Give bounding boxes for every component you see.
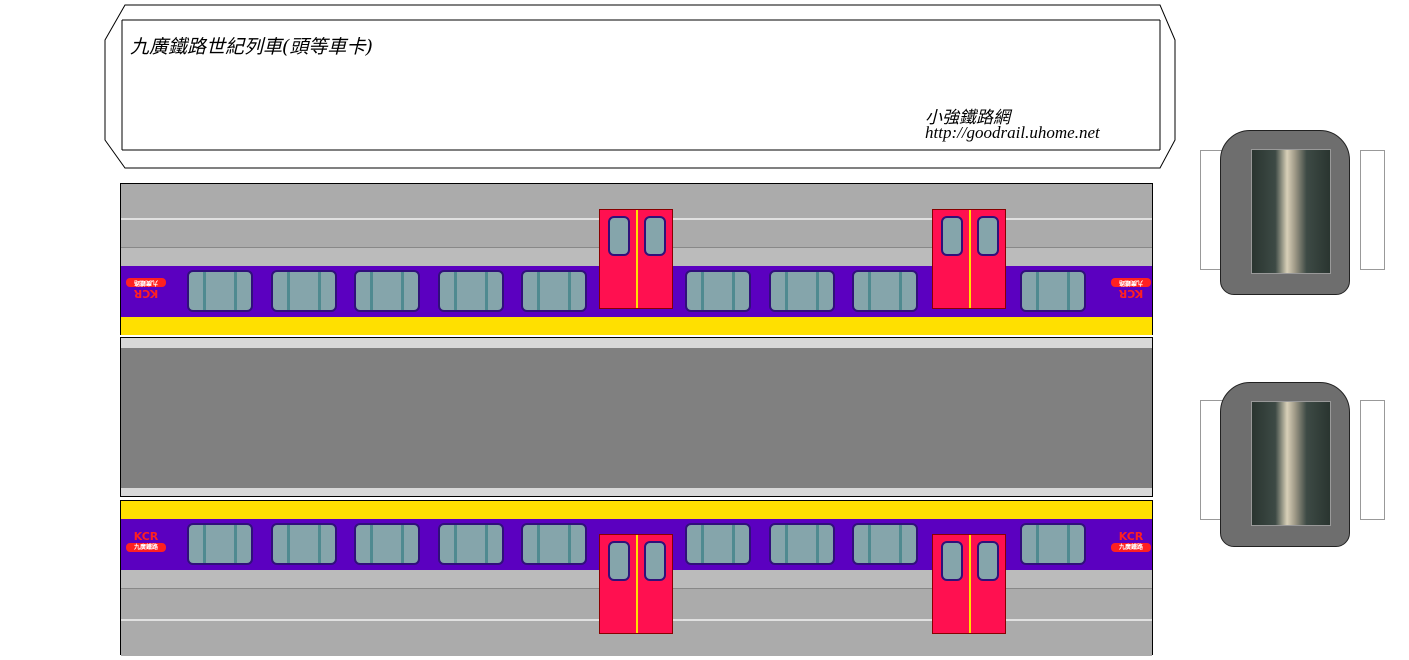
interior-photo [1251,149,1331,274]
window [521,270,587,312]
logo-abbr: KCR [1118,530,1144,543]
window [1020,270,1086,312]
end-cap-rear [1220,382,1350,547]
window [521,523,587,565]
logo-abbr: KCR [1118,287,1144,300]
window [685,523,751,565]
floor-panel [120,337,1153,497]
window [438,270,504,312]
roof-panel-outline [104,4,1176,169]
end-cap-front [1220,130,1350,295]
window [769,523,835,565]
glue-flap [1360,150,1385,270]
site-name: 小強鐵路網 [925,108,1010,128]
logo-abbr: KCR [133,530,159,543]
window [187,523,253,565]
interior-photo [1251,401,1331,526]
logo-chinese: 九廣鐵路 [1111,278,1151,287]
logo-abbr: KCR [133,287,159,300]
window [438,523,504,565]
glue-flap [1360,400,1385,520]
window [354,523,420,565]
door [932,209,1006,309]
door [599,209,673,309]
window [271,270,337,312]
logo-chinese: 九廣鐵路 [126,543,166,552]
logo-chinese: 九廣鐵路 [126,278,166,287]
door [932,534,1006,634]
window [769,270,835,312]
window [354,270,420,312]
window [187,270,253,312]
window [685,270,751,312]
window [852,523,918,565]
logo-chinese: 九廣鐵路 [1111,543,1151,552]
model-title: 九廣鐵路世紀列車(頭等車卡) [130,36,373,58]
window [852,270,918,312]
door [599,534,673,634]
window [1020,523,1086,565]
window [271,523,337,565]
site-url[interactable]: http://goodrail.uhome.net [925,123,1100,142]
